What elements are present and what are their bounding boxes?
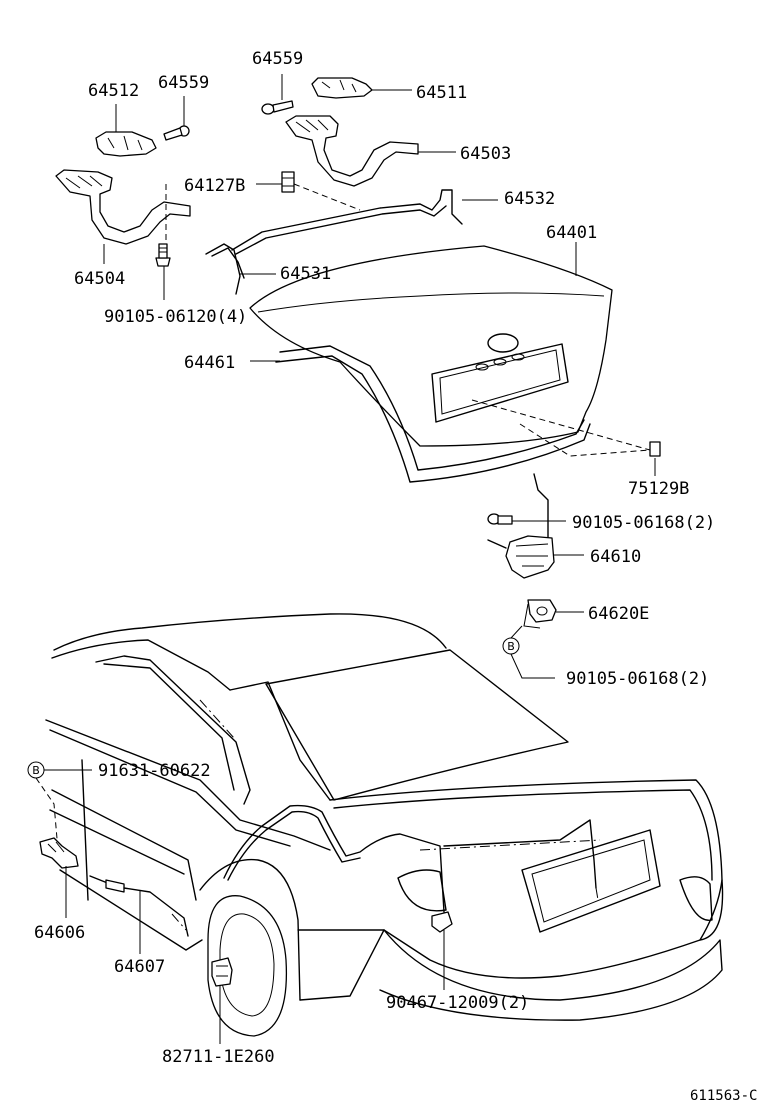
clip-75129b <box>649 441 661 457</box>
diagram-code: 611563-C <box>690 1088 757 1104</box>
part-labels: 64559 64511 64512 64559 64503 64127B 645… <box>34 49 715 1067</box>
label-64559-a: 64559 <box>252 49 303 69</box>
label-91631-60622: 91631-60622 <box>98 761 211 781</box>
label-90105-06120: 90105-06120(4) <box>104 307 247 327</box>
bolt-64559-left <box>163 125 190 141</box>
striker-64620e <box>523 599 557 629</box>
label-64610: 64610 <box>590 547 641 567</box>
label-64559-b: 64559 <box>158 73 209 93</box>
clip-64127b <box>281 171 295 193</box>
hinge-bracket-64511 <box>311 77 373 99</box>
label-64401: 64401 <box>546 223 597 243</box>
clip-90467-12009 <box>431 911 453 933</box>
label-64620e: 64620E <box>588 604 649 624</box>
bolt-90105-06120 <box>155 243 171 267</box>
trunk-lock-64610 <box>487 535 555 579</box>
label-64512: 64512 <box>88 81 139 101</box>
label-90105-06168-a: 90105-06168(2) <box>572 513 715 533</box>
leader-lines <box>65 74 656 1044</box>
weatherstrip-64461 <box>275 345 591 483</box>
cable-64607 <box>89 875 189 937</box>
label-75129b: 75129B <box>628 479 689 499</box>
svg-text:B: B <box>32 764 40 777</box>
marker-b-lower: B <box>27 761 92 851</box>
bolt-64559-right <box>261 100 294 115</box>
label-64532: 64532 <box>504 189 555 209</box>
label-64607: 64607 <box>114 957 165 977</box>
hinge-arm-64503 <box>285 115 419 187</box>
connector-82711-1e260 <box>211 957 233 987</box>
label-64127b: 64127B <box>184 176 245 196</box>
label-90105-06168-b: 90105-06168(2) <box>566 669 709 689</box>
car-body <box>45 613 724 1037</box>
trunk-lid-64401 <box>249 245 613 447</box>
label-64503: 64503 <box>460 144 511 164</box>
label-64531: 64531 <box>280 264 331 284</box>
bolt-90105-06168-upper <box>487 513 513 525</box>
label-90467-12009: 90467-12009(2) <box>386 993 529 1013</box>
assembly-dash-lines <box>165 180 651 457</box>
label-82711-1e260: 82711-1E260 <box>162 1047 275 1067</box>
marker-b-upper: B <box>502 625 555 679</box>
opener-lever-64606 <box>39 837 79 869</box>
label-64504: 64504 <box>74 269 125 289</box>
label-64511: 64511 <box>416 83 467 103</box>
torsion-bar-64532 <box>231 189 463 255</box>
lock-cable <box>533 473 549 541</box>
opener-cable-route <box>171 699 601 931</box>
torsion-bar-64531 <box>205 243 245 295</box>
label-64461: 64461 <box>184 353 235 373</box>
label-64606: 64606 <box>34 923 85 943</box>
hinge-arm-64504 <box>55 169 191 245</box>
svg-text:B: B <box>507 640 515 653</box>
hinge-bracket-64512 <box>95 131 157 157</box>
